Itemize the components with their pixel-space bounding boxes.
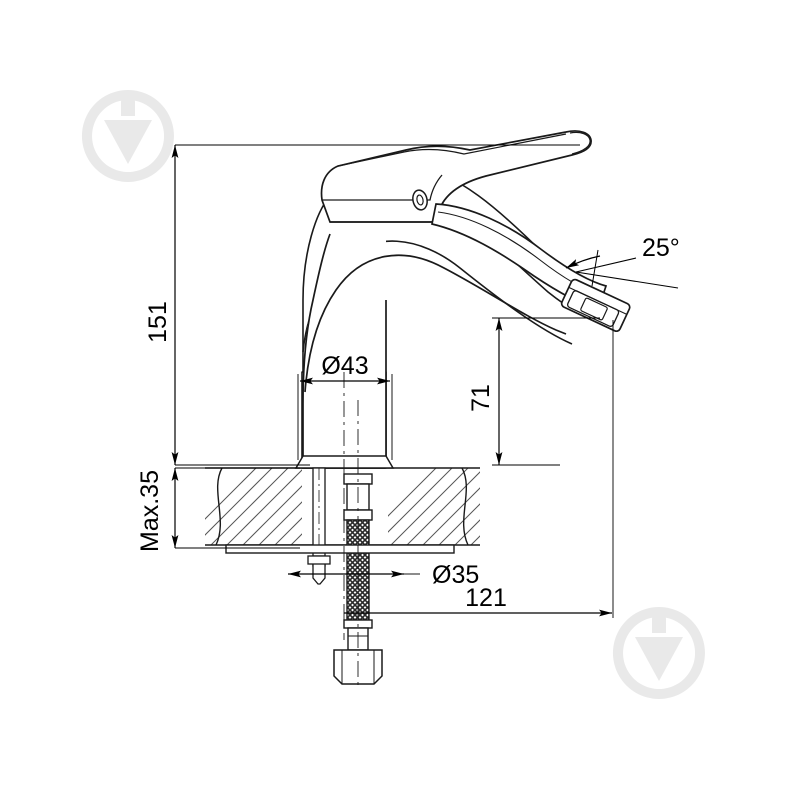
dimension-label-151: 151 xyxy=(144,301,172,343)
dimension-spout-reach: 121 xyxy=(344,320,614,618)
dimension-height-total: 151 xyxy=(144,144,580,466)
dimension-spout-height: 71 xyxy=(467,317,600,466)
mounting-hardware xyxy=(307,467,331,585)
countertop-section xyxy=(205,467,480,546)
dimension-label-121: 121 xyxy=(465,584,507,612)
pin-logo-icon xyxy=(612,607,705,699)
dimension-label-base-diameter: Ø43 xyxy=(321,352,368,380)
dimension-label-hole-diameter: Ø35 xyxy=(432,561,479,589)
dimension-label-max35: Max.35 xyxy=(136,470,164,552)
dimension-spout-angle: 25° xyxy=(565,234,680,289)
pin-logo-icon xyxy=(81,90,174,182)
dimension-countertop-thickness: Max.35 xyxy=(136,467,300,552)
dimension-label-angle: 25° xyxy=(642,234,680,262)
faucet-outline xyxy=(294,130,608,469)
dimension-hole-diameter: Ø35 xyxy=(288,561,479,589)
fixing-plate xyxy=(225,544,455,554)
dimension-base-diameter: Ø43 xyxy=(297,352,393,460)
centerline xyxy=(343,372,359,690)
aerator-outlet xyxy=(560,278,631,333)
dimension-label-71: 71 xyxy=(467,384,495,412)
